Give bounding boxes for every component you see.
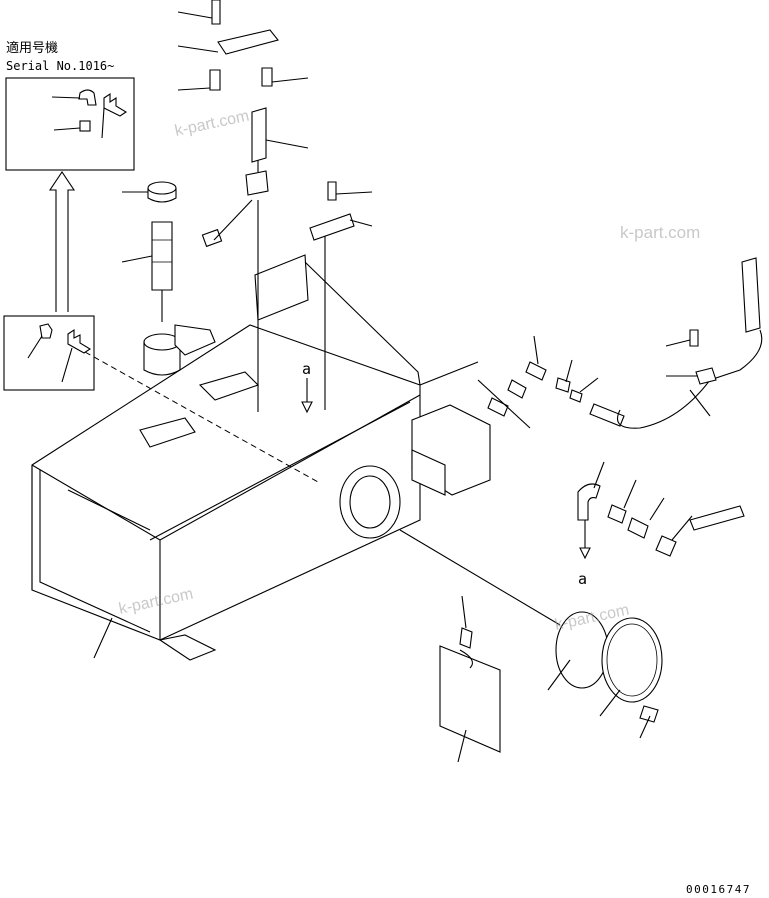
wire-harness: [616, 257, 763, 429]
serial-number-note: Serial No.1016~: [6, 59, 114, 73]
top-bolt-and-bracket: [201, 0, 326, 412]
port-cover-assembly: [399, 529, 663, 723]
leader-lines: [93, 11, 711, 763]
original-parts-inset: [3, 315, 95, 391]
reference-mark-upper: a: [302, 360, 311, 378]
drawing-number: 00016747: [686, 883, 751, 896]
plug-fitting-icon: [79, 120, 91, 132]
elbow-fitting-icon: [78, 89, 97, 106]
lower-cover-plate: [439, 627, 501, 753]
watermark: k-part.com: [173, 108, 250, 140]
clip-fitting-icon: [103, 92, 128, 117]
watermark: k-part.com: [620, 223, 700, 242]
elbow-and-connectors: [577, 483, 745, 560]
clip-fitting-icon: [67, 328, 92, 354]
reference-mark-lower: a: [578, 570, 587, 588]
right-bracket: [309, 181, 355, 241]
serial-variant-inset: [5, 77, 135, 171]
revision-arrow: [48, 171, 76, 312]
strainer-and-cap: [147, 181, 177, 322]
hydraulic-tank: [31, 254, 491, 661]
applicability-note-label: 適用号機: [6, 40, 58, 56]
reference-arrow: [301, 378, 313, 414]
